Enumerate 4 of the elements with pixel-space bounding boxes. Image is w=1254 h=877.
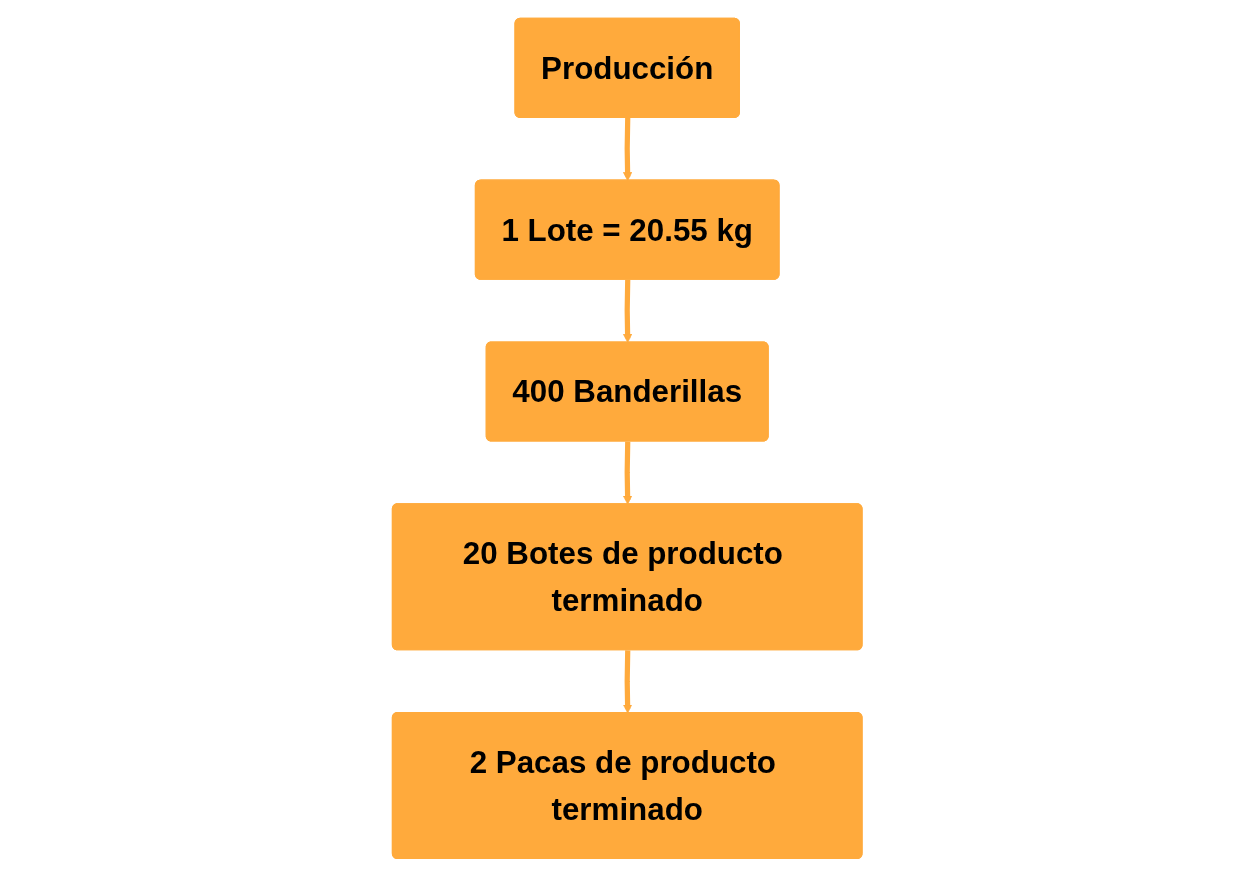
- arrow: [622, 441, 632, 505]
- arrow: [622, 650, 632, 714]
- arrow: [622, 279, 632, 343]
- arrow: [622, 118, 632, 182]
